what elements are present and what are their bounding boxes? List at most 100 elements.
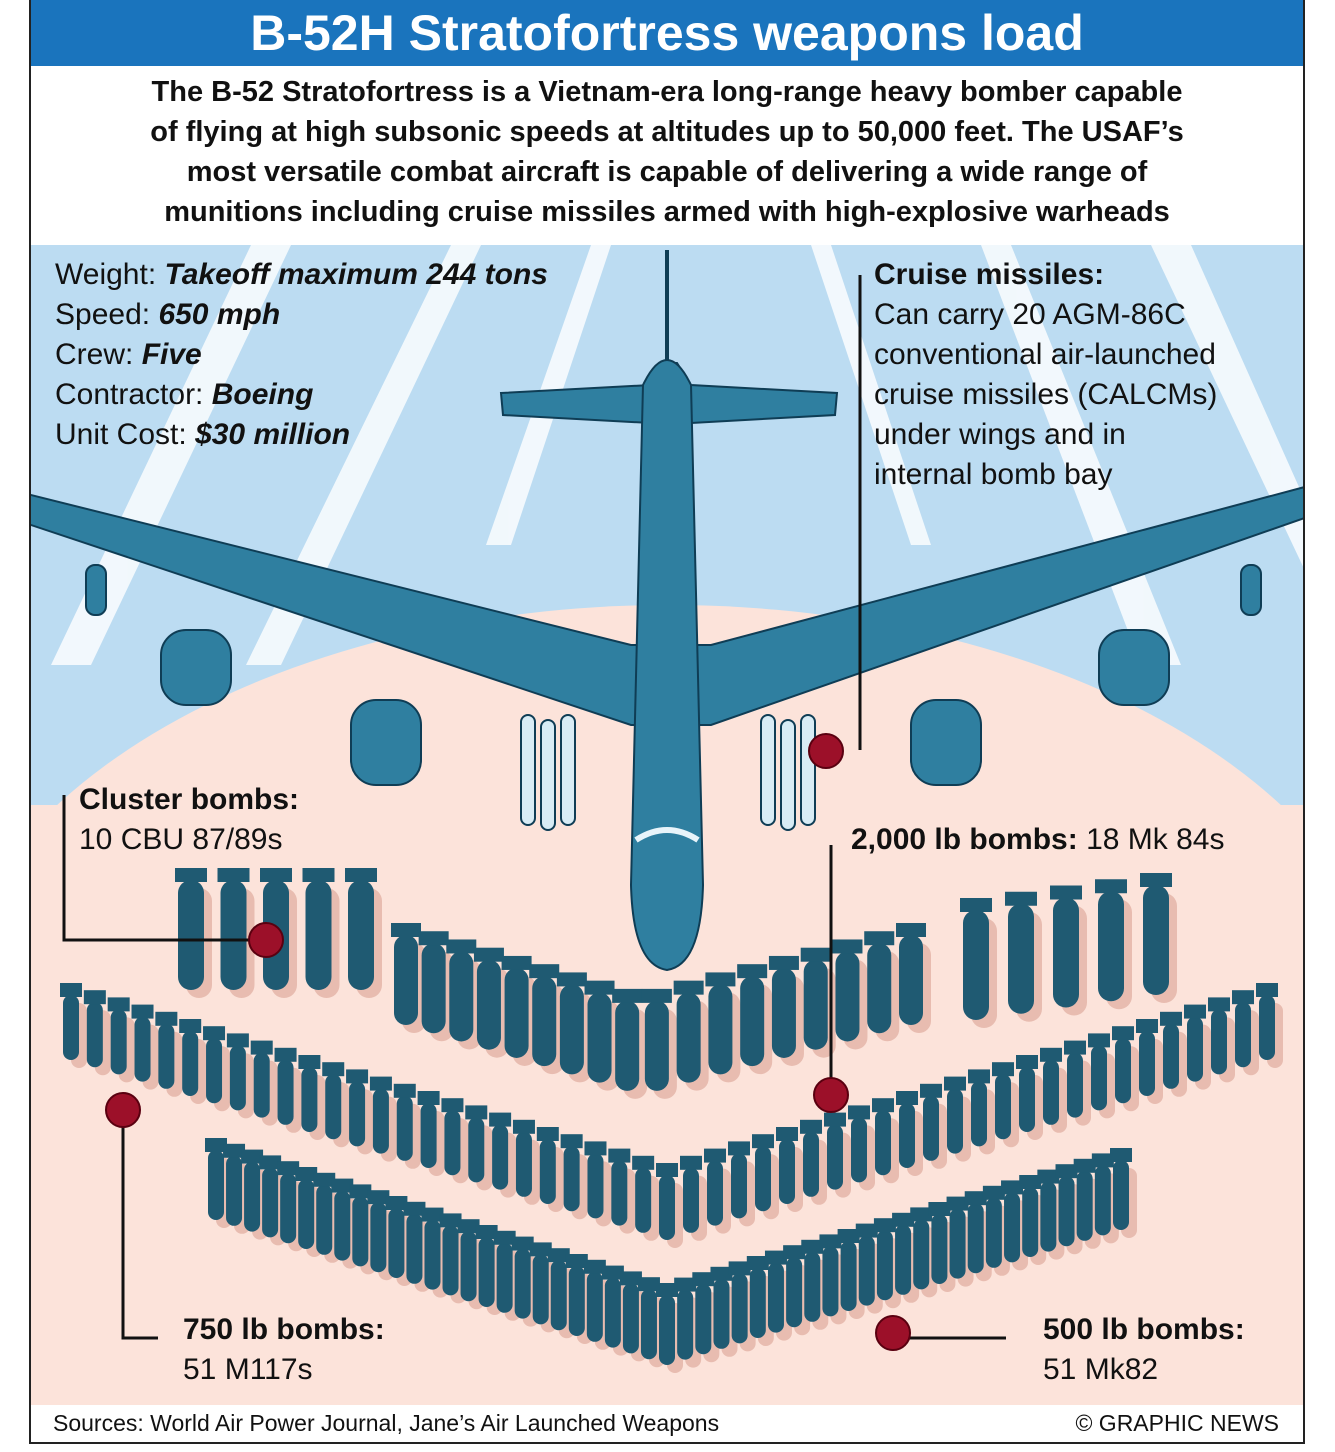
markers <box>105 733 911 1351</box>
intro-line: of flying at high subsonic speeds at alt… <box>150 116 1184 148</box>
bomb-750lb <box>536 1127 564 1212</box>
bomb-2000lb <box>737 964 773 1075</box>
aircraft-illustration <box>31 245 1303 1442</box>
bomb-750lb <box>752 1134 779 1220</box>
bomb-750lb <box>680 1155 707 1241</box>
cluster-bomb <box>302 868 340 998</box>
bomb-750lb <box>728 1141 755 1227</box>
bomb-750lb <box>608 1148 636 1234</box>
bomb-750lb <box>632 1155 660 1241</box>
bomb-750lb <box>992 1062 1019 1148</box>
sources: Sources: World Air Power Journal, Jane’s… <box>53 1410 720 1436</box>
bomb-750lb <box>1184 1004 1211 1090</box>
bomb-750lb <box>704 1148 731 1234</box>
marker-2000lb <box>813 1077 849 1113</box>
bomb-2000lb <box>641 988 677 1099</box>
bomb-750lb <box>1232 990 1259 1076</box>
bomb-2000lb <box>1005 891 1042 1022</box>
bomb-2000lb <box>705 972 741 1083</box>
spec-contractor: Contractor: Boeing <box>55 378 314 411</box>
bomb-2000lb <box>501 955 537 1066</box>
bomb-2000lb <box>960 898 997 1028</box>
bomb-750lb <box>131 1004 159 1090</box>
bomb-750lb <box>1256 983 1283 1068</box>
bomb-750lb <box>1112 1026 1139 1112</box>
bomb-750lb <box>441 1098 469 1184</box>
bomb-750lb <box>465 1105 493 1191</box>
bomb-750lb <box>1208 997 1235 1083</box>
bomb-2000lb <box>896 923 931 1033</box>
cluster-bomb <box>175 868 212 998</box>
cluster-bomb <box>217 868 255 998</box>
bomb-750lb <box>60 983 87 1068</box>
cockpit-windows <box>634 827 700 843</box>
bomb-750lb <box>824 1112 851 1198</box>
marker-cruise <box>808 733 844 769</box>
bomb-750lb <box>226 1033 254 1119</box>
bomb-750lb <box>1160 1011 1187 1097</box>
spec-crew: Crew: Five <box>55 338 202 371</box>
bomb-750lb <box>274 1047 302 1133</box>
bomb-750lb <box>968 1069 995 1155</box>
credit: © GRAPHIC NEWS <box>1075 1410 1279 1436</box>
bomb-2000lb <box>418 931 454 1042</box>
spec-weight: Weight: Takeoff maximum 244 tons <box>55 258 548 291</box>
aircraft <box>31 250 1303 972</box>
bomb-2000lb <box>864 931 900 1042</box>
bomb-750lb <box>920 1083 947 1169</box>
2000lb-bombs-label: 2,000 lb bombs: 18 Mk 84s <box>851 823 1225 856</box>
spec-unit-cost: Unit Cost: $30 million <box>55 418 351 451</box>
500lb-bombs-label: 500 lb bombs: 51 Mk82 <box>1043 1313 1245 1386</box>
bomb-750lb <box>1088 1033 1115 1119</box>
bomb-750lb <box>1064 1040 1091 1126</box>
footer: Sources: World Air Power Journal, Jane’s… <box>31 1405 1303 1442</box>
bomb-2000lb <box>473 947 509 1058</box>
intro-line: The B-52 Stratofortress is a Vietnam-era… <box>151 76 1183 108</box>
marker-750lb <box>105 1092 141 1128</box>
bomb-2000lb <box>446 939 482 1050</box>
bomb-750lb <box>872 1098 899 1184</box>
bomb-750lb <box>369 1076 397 1162</box>
bomb-2000lb <box>1140 873 1177 1003</box>
bomb-750lb <box>107 997 135 1083</box>
bomb-750lb <box>489 1112 517 1198</box>
bomb-750lb <box>776 1127 803 1212</box>
bomb-750lb <box>944 1076 971 1162</box>
frame: B-52H Stratofortress weapons load The B-… <box>29 0 1305 1444</box>
750lb-bombs-label: 750 lb bombs: 51 M117s <box>183 1313 385 1386</box>
marker-cluster <box>248 922 284 958</box>
bomb-500lb <box>892 1212 920 1303</box>
bomb-2000lb <box>391 923 426 1033</box>
bomb-750lb <box>584 1141 612 1227</box>
bomb-2000lb <box>1050 885 1087 1016</box>
bomb-2000lb <box>612 988 648 1099</box>
bomb-2000lb <box>529 964 565 1075</box>
bomb-2000lb <box>1095 879 1132 1010</box>
bomb-750lb <box>203 1026 231 1112</box>
spec-list: Weight: Takeoff maximum 244 tons Speed: … <box>55 255 548 455</box>
bomb-750lb <box>346 1069 374 1155</box>
leader-lines <box>62 275 1006 1340</box>
bomb-500lb <box>728 1261 756 1352</box>
bomb-750lb <box>848 1105 875 1191</box>
cluster-bombs-label: Cluster bombs: 10 CBU 87/89s <box>79 783 300 856</box>
bomb-2000lb <box>832 939 868 1050</box>
bomb-750lb <box>560 1134 588 1220</box>
bomb-750lb <box>896 1091 923 1176</box>
cruise-missiles-pylons <box>520 714 816 831</box>
engines <box>85 564 1262 786</box>
bomb-2000lb <box>584 980 620 1091</box>
bomb-array <box>60 868 1283 1373</box>
bomb-750lb <box>322 1062 350 1148</box>
bomb-750lb <box>656 1163 683 1248</box>
bomb-2000lb <box>556 972 592 1083</box>
bomb-750lb <box>1136 1019 1163 1104</box>
cruise-missiles-label: Cruise missiles: Can carry 20 AGM-86C co… <box>874 258 1218 491</box>
page-title: B-52H Stratofortress weapons load <box>31 0 1303 66</box>
marker-500lb <box>875 1315 911 1351</box>
bomb-750lb <box>83 990 111 1076</box>
bomb-2000lb <box>768 955 804 1066</box>
bomb-750lb <box>298 1055 326 1140</box>
bomb-750lb <box>417 1091 445 1176</box>
bomb-750lb <box>250 1040 278 1126</box>
